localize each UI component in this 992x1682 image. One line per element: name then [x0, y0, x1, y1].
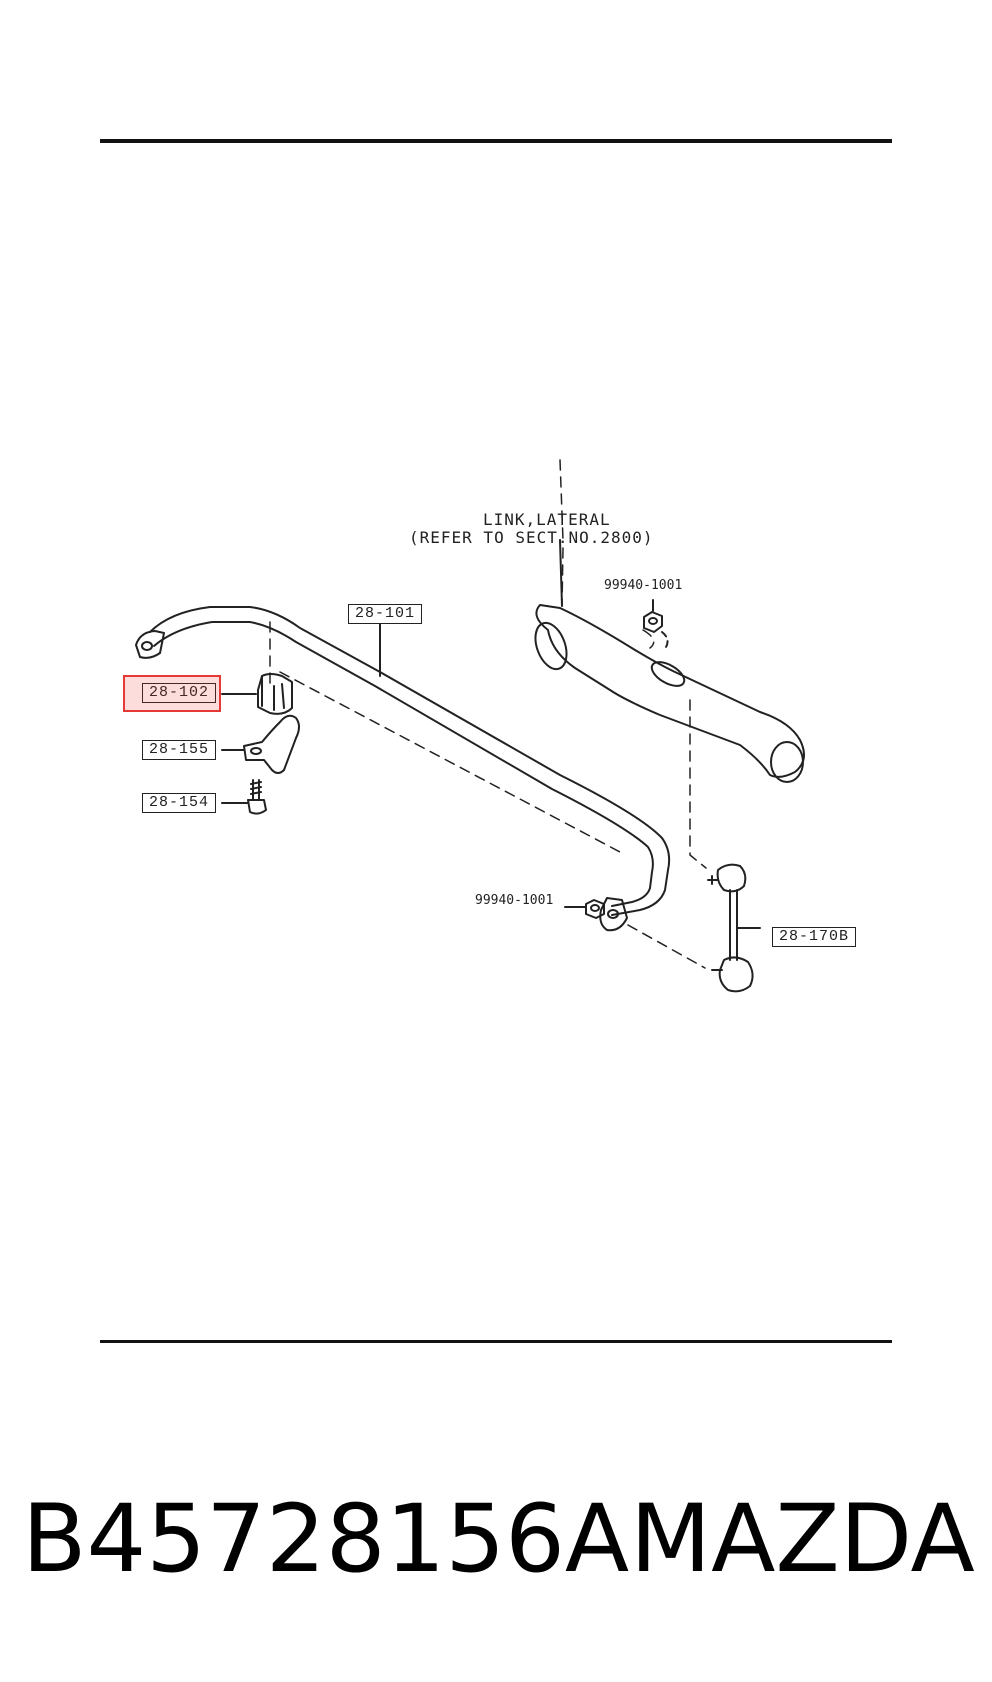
bracket-part	[221, 714, 300, 774]
label-28-170b: 28-170B	[772, 927, 857, 947]
bolt-part	[221, 779, 267, 815]
label-nut-top: 99940-1001	[604, 578, 683, 593]
nut-top-part	[643, 599, 669, 651]
lateral-link-part	[534, 539, 805, 783]
label-28-154: 28-154	[142, 793, 217, 813]
bottom-rule	[100, 1340, 892, 1343]
top-rule	[100, 139, 892, 143]
header-refer-section: (REFER TO SECT.NO.2800)	[409, 528, 654, 547]
label-28-155: 28-155	[142, 740, 217, 760]
footer-part-number: B45728156A	[22, 1485, 630, 1594]
bushing-part	[221, 673, 293, 715]
selected-part-highlight[interactable]	[123, 675, 221, 712]
label-28-101: 28-101	[348, 604, 423, 624]
footer-brand: MAZDA	[630, 1485, 975, 1594]
header-link-lateral: LINK,LATERAL	[483, 510, 611, 529]
stabilizer-bar	[135, 606, 671, 932]
stabilizer-link-part	[707, 863, 761, 993]
label-nut-bottom: 99940-1001	[475, 893, 554, 908]
label-28-102: 28-102	[142, 683, 217, 703]
nut-bottom-part	[564, 899, 605, 919]
